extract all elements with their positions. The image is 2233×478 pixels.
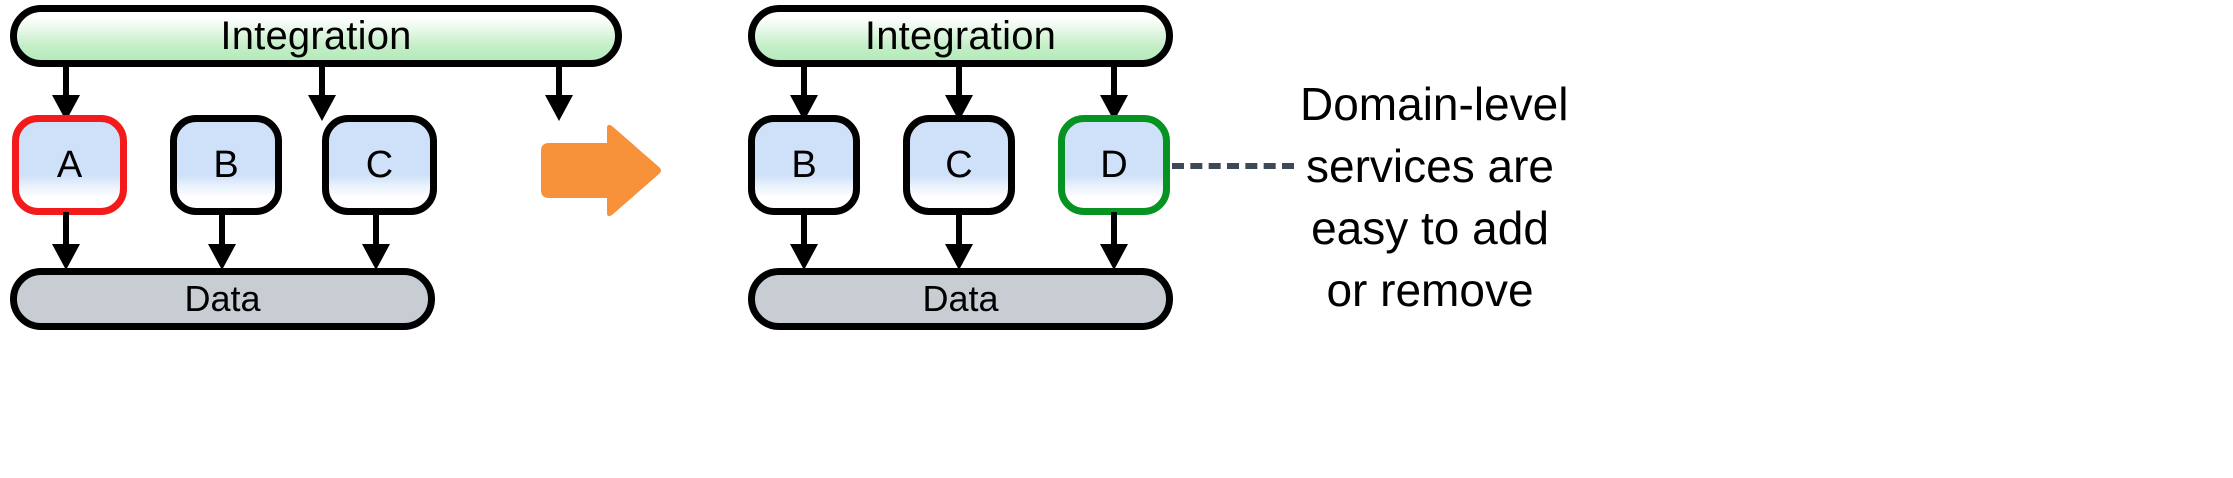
transition-right-arrow-icon <box>533 123 663 218</box>
left-service-box-b[interactable]: B <box>170 115 282 215</box>
left-data-bar[interactable]: Data <box>10 268 435 330</box>
left-service-box-a[interactable]: A <box>12 115 127 215</box>
annotation-line-4: or remove <box>1326 264 1534 316</box>
left-service-label-c: C <box>365 144 394 186</box>
left-integration-bar[interactable]: Integration <box>10 5 622 67</box>
arrow-left-b-to-data <box>208 212 236 270</box>
left-integration-label: Integration <box>220 14 412 58</box>
right-data-label: Data <box>922 278 999 319</box>
annotation-leader-line <box>1172 163 1294 169</box>
right-service-label-d: D <box>1100 144 1128 186</box>
arrow-right-c-to-data <box>945 212 973 270</box>
right-service-label-b: B <box>791 144 817 186</box>
right-service-box-c[interactable]: C <box>903 115 1015 215</box>
right-data-bar[interactable]: Data <box>748 268 1173 330</box>
left-service-box-c[interactable]: C <box>322 115 437 215</box>
right-integration-bar[interactable]: Integration <box>748 5 1173 67</box>
right-service-box-b[interactable]: B <box>748 115 860 215</box>
right-service-box-d[interactable]: D <box>1058 115 1170 215</box>
arrow-left-c-to-data <box>362 212 390 270</box>
arrow-right-integration-to-c <box>945 67 973 121</box>
arrow-left-integration-to-a <box>52 67 80 121</box>
arrow-left-a-to-data <box>52 212 80 270</box>
left-service-label-b: B <box>213 144 239 186</box>
right-integration-label: Integration <box>864 14 1057 58</box>
right-service-label-c: C <box>945 144 973 186</box>
arrow-right-b-to-data <box>790 212 818 270</box>
arrow-right-d-to-data <box>1100 212 1128 270</box>
arrow-left-integration-to-c <box>545 67 573 121</box>
left-service-label-a: A <box>56 144 83 186</box>
annotation-text: Domain-level services are easy to add or… <box>1300 73 1569 321</box>
left-data-label: Data <box>184 278 261 319</box>
annotation-line-3: easy to add <box>1311 202 1549 254</box>
arrow-left-integration-to-b <box>308 67 336 121</box>
arrow-right-integration-to-b <box>790 67 818 121</box>
annotation-line-2: services are <box>1306 140 1554 192</box>
annotation-line-1: Domain-level <box>1300 78 1569 130</box>
arrow-right-integration-to-d <box>1100 67 1128 121</box>
